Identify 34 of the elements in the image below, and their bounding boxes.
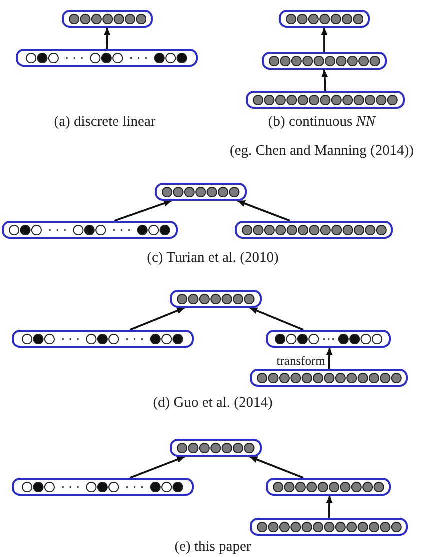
subfigure-caption: (a) discrete linear <box>54 114 156 131</box>
subfigure-caption: (d) Guo et al. (2014) <box>153 395 273 412</box>
neuron-layer <box>170 439 262 457</box>
neuron-layer <box>266 478 391 496</box>
arrow <box>237 200 291 222</box>
subfigure-caption: (c) Turian et al. (2010) <box>147 250 279 267</box>
arrow <box>250 456 304 479</box>
neuron-layer <box>250 518 408 536</box>
neuron-layer <box>279 10 370 28</box>
neuron-layer <box>262 52 387 70</box>
neuron-layer <box>2 221 178 239</box>
arrow <box>321 28 328 52</box>
neuron-layer <box>235 221 393 239</box>
neuron-layer <box>266 330 391 348</box>
arrow <box>250 307 304 331</box>
edge-label: transform <box>276 354 326 368</box>
arrow <box>322 70 328 92</box>
arrow <box>130 307 186 331</box>
subfigure-caption: (e) this paper <box>174 539 252 556</box>
neuron-layer <box>155 183 247 201</box>
subfigure-caption: (b) continuous NN <box>268 114 376 131</box>
neuron-layer <box>170 290 262 308</box>
subfigure-caption: (eg. Chen and Manning (2014)) <box>230 143 414 160</box>
neuron-layer <box>246 91 405 109</box>
arrow <box>114 200 172 222</box>
arrow <box>326 496 333 518</box>
arrow <box>130 456 186 479</box>
arrow <box>326 348 333 370</box>
arrow <box>104 28 111 50</box>
neuron-layer <box>12 330 194 348</box>
neuron-layer <box>16 49 198 67</box>
neuron-layer <box>250 369 408 387</box>
neuron-layer <box>12 478 194 496</box>
neuron-layer <box>62 10 153 28</box>
